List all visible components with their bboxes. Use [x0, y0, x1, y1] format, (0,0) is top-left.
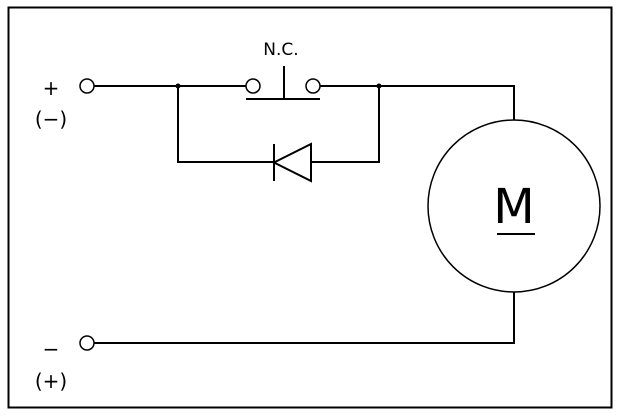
wire-diode-branch-right	[311, 86, 380, 163]
junction-dot-left	[175, 83, 181, 89]
junction-dot-right	[376, 83, 382, 89]
switch-contact-right	[305, 78, 321, 94]
diagram-frame	[7, 6, 613, 409]
bottom-terminal-reverse-label: (+)	[35, 369, 67, 393]
wire-diode-branch-left	[177, 86, 274, 163]
top-terminal-polarity-label: +	[43, 76, 60, 100]
bottom-terminal-polarity-label: −	[43, 337, 60, 361]
wire-motor-bottom	[94, 292, 515, 344]
motor-label: M	[493, 179, 534, 235]
terminal-top	[79, 78, 95, 94]
switch-contact-left	[245, 78, 261, 94]
diode-symbol	[271, 142, 312, 183]
terminal-bottom	[79, 335, 95, 351]
wire-to-motor-top	[379, 85, 515, 120]
nc-switch	[245, 66, 321, 100]
top-terminal-reverse-label: (−)	[35, 107, 67, 131]
switch-label: N.C.	[263, 40, 298, 60]
